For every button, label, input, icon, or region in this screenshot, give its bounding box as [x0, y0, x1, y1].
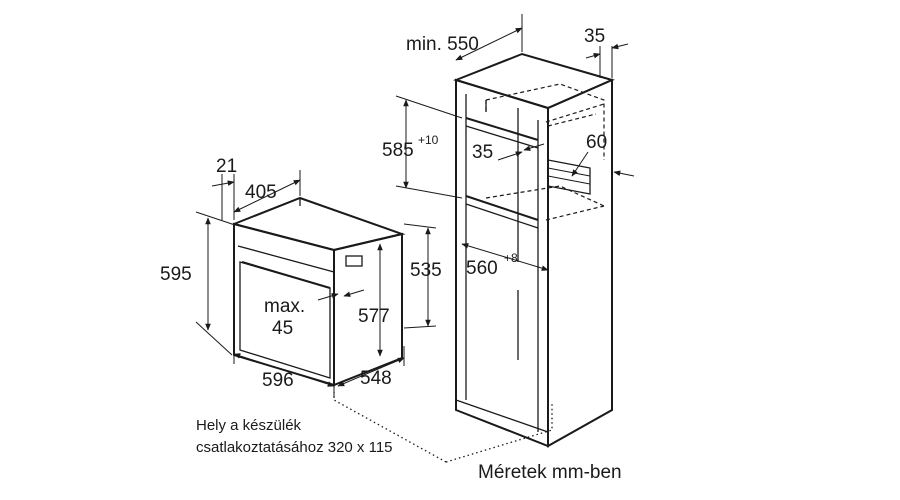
dim-35-inner: 35	[472, 142, 493, 163]
oven-top	[230, 196, 406, 252]
dim-max-value: 45	[272, 318, 293, 339]
dim-35-top: 35	[584, 26, 605, 47]
niche-upper-shelf	[465, 117, 539, 141]
oven-display	[345, 255, 363, 267]
oven-control-panel-line	[237, 245, 335, 273]
cabinet-side	[547, 78, 613, 448]
dim-577: 577	[358, 306, 390, 327]
ventilation-gap	[547, 159, 591, 195]
units-footer: Méretek mm-ben	[478, 462, 622, 483]
oven-dimensions: 21 405 595 535 577 max. 45 596 548	[160, 156, 442, 398]
connection-note: Hely a készülék csatlakoztatásához 320 x…	[196, 392, 447, 463]
dim-596: 596	[262, 370, 294, 391]
cabinet-dimensions: min. 550 35 585 +10 35 60 560 +8	[382, 14, 635, 279]
dim-min-550: min. 550	[406, 34, 479, 55]
cabinet-top	[452, 52, 615, 110]
note-line-1: Hely a készülék	[196, 417, 302, 434]
dim-60: 60	[586, 132, 607, 153]
dim-595: 595	[160, 264, 192, 285]
dim-max-label: max.	[264, 296, 305, 317]
dim-548: 548	[360, 368, 392, 389]
dim-560-tolerance: +8	[504, 251, 518, 265]
dim-535: 535	[410, 260, 442, 281]
dim-585: 585	[382, 140, 414, 161]
dim-560: 560	[466, 258, 498, 279]
dim-585-tolerance: +10	[418, 133, 439, 147]
dim-21: 21	[216, 156, 237, 177]
oven-drawing	[230, 196, 406, 387]
dim-405: 405	[245, 182, 277, 203]
connection-dotted-line	[445, 404, 553, 463]
note-line-2: csatlakoztatásához 320 x 115	[196, 439, 393, 456]
niche-lower-shelf	[465, 195, 539, 221]
